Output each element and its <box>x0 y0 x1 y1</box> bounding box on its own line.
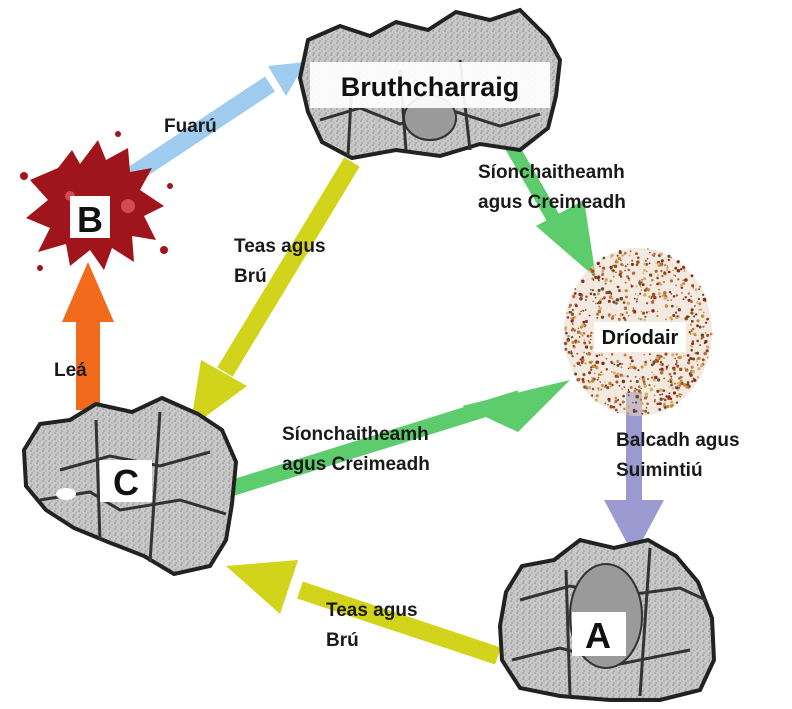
cooling-label: Fuarú <box>164 116 217 137</box>
heat-pressure-top-arrow <box>190 162 352 428</box>
heat-pressure-top-label-line1: Teas agus <box>234 236 326 257</box>
melting-arrow <box>62 262 114 410</box>
heat-pressure-bottom-label-line1: Teas agus <box>326 600 418 621</box>
igneous-rock-label: Bruthcharraig <box>341 72 520 102</box>
cooling-arrow <box>128 62 306 178</box>
label-a: A <box>585 615 611 656</box>
weathering-top-label-line2: agus Creimeadh <box>478 192 626 213</box>
label-b: B <box>77 199 103 240</box>
compaction-label-line2: Suimintiú <box>616 460 703 481</box>
weathering-mid-label-line1: Síonchaitheamh <box>282 424 429 445</box>
weathering-mid-label-line2: agus Creimeadh <box>282 454 430 475</box>
label-c: C <box>113 462 139 503</box>
melting-label: Leá <box>54 360 87 381</box>
heat-pressure-top-label-line2: Brú <box>234 266 267 287</box>
sediment-label: Dríodair <box>602 327 679 349</box>
weathering-top-label-line1: Síonchaitheamh <box>478 162 625 183</box>
heat-pressure-bottom-label-line2: Brú <box>326 630 359 651</box>
compaction-label-line1: Balcadh agus <box>616 430 740 451</box>
